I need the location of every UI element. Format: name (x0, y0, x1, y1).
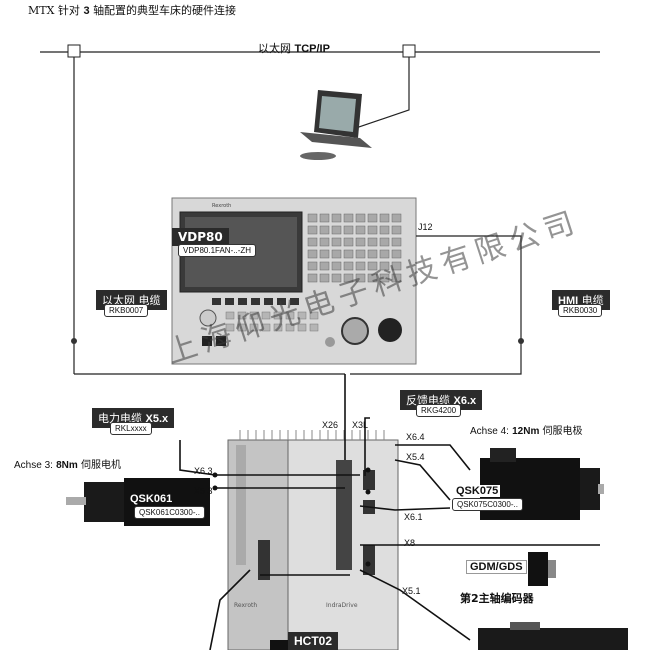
port-x63: X6.3 (194, 466, 213, 476)
port-x54: X5.4 (406, 452, 425, 462)
port-x53: X5.3 (194, 486, 213, 496)
port-x61: X6.1 (404, 512, 423, 522)
ethernet-bus (40, 51, 600, 375)
port-x26: X26 (322, 420, 339, 430)
axis4-label: Achse 4: 12Nm 伺服电极 (470, 426, 583, 437)
hmi-cable-code: RKB0030 (558, 304, 603, 317)
port-x51: X5.1 (402, 586, 421, 596)
spindle-motor (478, 622, 628, 650)
port-x8: X8 (404, 538, 416, 548)
ethernet-node-right (402, 44, 416, 58)
port-x64: X6.4 (406, 432, 425, 442)
hmi-cable-line (350, 235, 522, 375)
qsk075-name: QSK075 (454, 485, 501, 497)
vdp-brand: Rexroth (212, 203, 232, 209)
hct02-drive (227, 430, 399, 650)
port-x3l: X3L (352, 420, 369, 430)
qsk075-code: QSK075C0300-.. (452, 498, 523, 511)
hct-brand: Rexroth (234, 602, 258, 609)
page-title: MTX 针对 3 轴配置的典型车床的硬件连接 (28, 4, 237, 17)
vdp80-name: VDP80 (172, 228, 229, 246)
gdm-encoder (528, 552, 556, 586)
axis3-label: Achse 3: 8Nm 伺服电机 (14, 460, 121, 471)
hct-brand2: IndraDrive (326, 602, 358, 609)
qsk061-name: QSK061 (128, 493, 175, 505)
vdp80-panel (171, 197, 417, 365)
power-cable-code: RKLxxxx (110, 422, 152, 435)
drive-cables (179, 374, 600, 650)
gdm-description: 第2主轴编码器 (460, 592, 534, 605)
hct02-name: HCT02 (288, 632, 339, 650)
gdm-name: GDM/GDS (466, 560, 527, 574)
ethernet-cable-code: RKB0007 (104, 304, 149, 317)
laptop-icon (300, 90, 372, 160)
ethernet-node-left (67, 44, 81, 58)
vdp80-model: VDP80.1FAN-..-ZH (178, 244, 257, 257)
feedback-cable-code: RKG4200 (416, 404, 462, 417)
port-j12: J12 (418, 222, 433, 232)
ethernet-label: 以太网 TCP/IP (258, 42, 330, 55)
qsk061-code: QSK061C0300-.. (134, 506, 205, 519)
